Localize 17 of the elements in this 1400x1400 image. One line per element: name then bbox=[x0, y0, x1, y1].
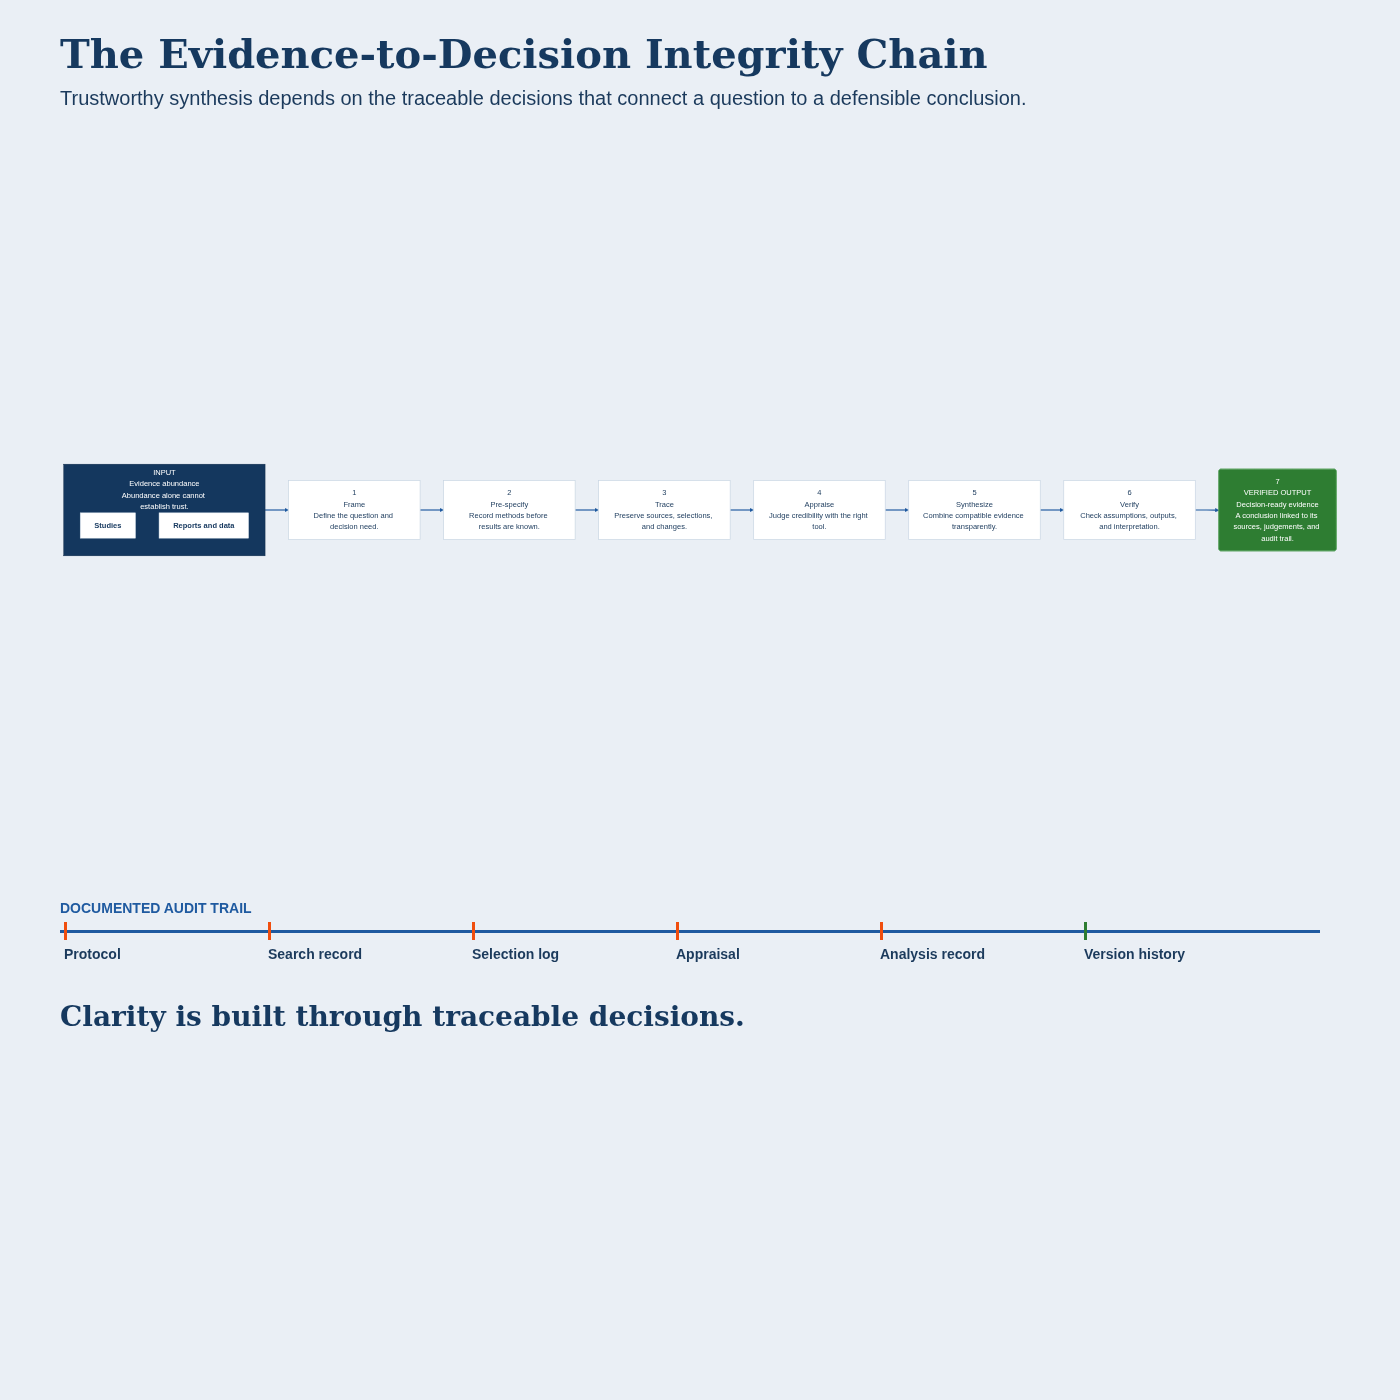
timeline-label: Protocol bbox=[64, 946, 121, 962]
arrow bbox=[729, 507, 754, 513]
arrow bbox=[1039, 507, 1064, 513]
arrow bbox=[264, 507, 289, 513]
timeline-label: Appraisal bbox=[676, 946, 740, 962]
timeline-label: Search record bbox=[268, 946, 363, 962]
arrow bbox=[419, 507, 444, 513]
caption: Clarity is built through traceable decisions. bbox=[60, 1000, 746, 1033]
timeline-label: Version history bbox=[1084, 946, 1186, 962]
section-heading: DOCUMENTED AUDIT TRAIL bbox=[60, 900, 253, 916]
title: The Evidence-to-Decision Integrity Chain bbox=[60, 30, 989, 77]
arrow bbox=[574, 507, 599, 513]
timeline-label: Selection log bbox=[472, 946, 560, 962]
arrow bbox=[884, 507, 909, 513]
subtitle: Trustworthy synthesis depends on the traceable decisions that connect a question to a defensible conclusion. bbox=[60, 87, 1028, 110]
arrow bbox=[1194, 508, 1220, 513]
timeline-label: Analysis record bbox=[880, 946, 986, 962]
